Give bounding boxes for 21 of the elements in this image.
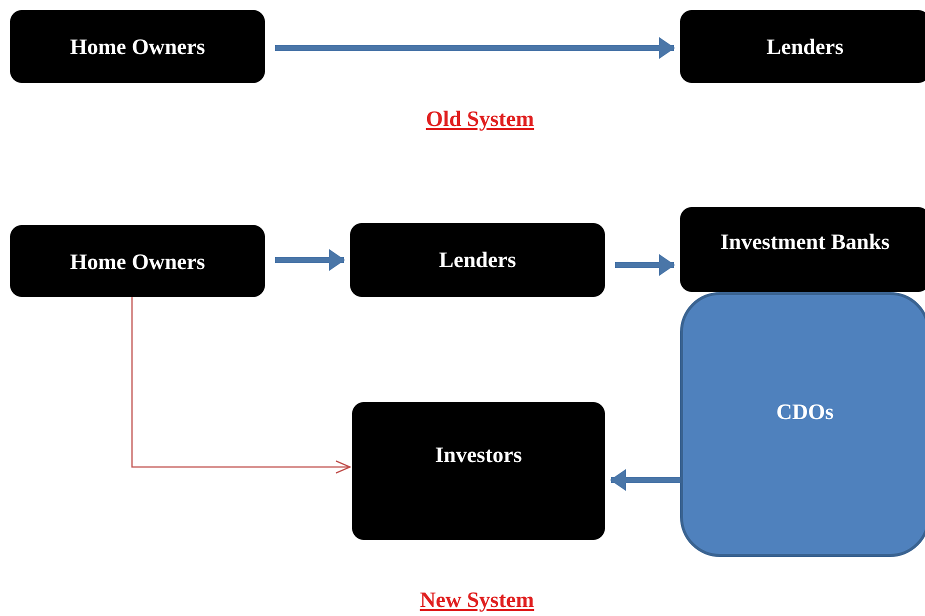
section-heading: New System [420, 587, 534, 613]
cdo-box [680, 292, 925, 557]
process-box [680, 10, 925, 83]
process-box [350, 223, 605, 297]
arrow [615, 254, 675, 276]
process-box [10, 225, 265, 297]
node-label: Home Owners [68, 249, 206, 275]
arrow [275, 37, 675, 59]
section-heading: Old System [426, 106, 534, 132]
node-label: Home Owners [68, 34, 206, 60]
node-label: Investment Banks [719, 229, 891, 255]
process-box [10, 10, 265, 83]
arrow [610, 469, 680, 491]
process-box [352, 402, 605, 540]
node-label: Investors [434, 442, 523, 468]
node-label: Lenders [438, 247, 517, 273]
arrow [131, 297, 351, 474]
node-label: CDOs [775, 399, 835, 425]
process-box [680, 207, 925, 292]
node-label: Lenders [766, 34, 844, 60]
arrow [275, 249, 345, 271]
